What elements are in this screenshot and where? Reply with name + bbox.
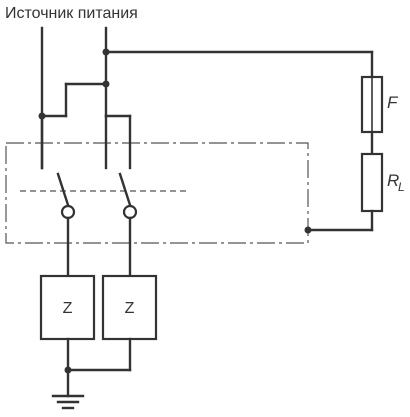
switch-blade-left (56, 172, 70, 207)
impedance-box-left (39, 274, 96, 341)
enclosure-boundary (5, 142, 309, 244)
fuse-label: F (387, 93, 399, 112)
switch-contact-right (122, 204, 138, 220)
junction-mid (102, 80, 110, 88)
switch-contact-left (60, 204, 76, 220)
junction-left (38, 112, 46, 120)
impedance-label-right: Z (125, 300, 135, 317)
load-label-subscript: L (398, 180, 405, 194)
impedance-label-left: Z (63, 300, 73, 317)
power-source-title: Источник питания (5, 5, 138, 22)
junction-top (102, 48, 110, 56)
load-label: R (387, 171, 399, 190)
switch-blade-right (118, 172, 132, 207)
ground-icon (51, 368, 85, 410)
load-resistor (360, 152, 384, 213)
